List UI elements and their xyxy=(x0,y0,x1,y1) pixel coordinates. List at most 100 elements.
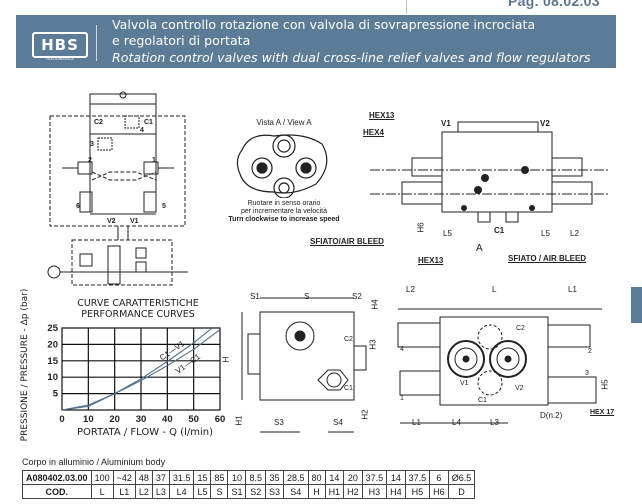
view-a-caption-it-2: per incrementare la velocità xyxy=(241,208,327,215)
pilot-valve-b xyxy=(135,261,147,273)
dim-l: L xyxy=(492,285,497,294)
regulator-left xyxy=(251,157,273,179)
view-a-caption-en: Turn clockwise to increase speed xyxy=(228,216,340,223)
spec-value-h3: 37.5 xyxy=(361,470,388,485)
spec-column-h5: H5 xyxy=(404,484,431,499)
front-port-v2: V2 xyxy=(515,385,524,392)
spec-column-h6: H6 xyxy=(429,484,449,499)
spec-value-h4: 14 xyxy=(386,470,406,485)
regulator-right xyxy=(295,157,317,179)
page-number-divider xyxy=(406,0,407,14)
port-front-c2 xyxy=(477,324,503,350)
view-a-title: Vista A / View A xyxy=(256,118,312,127)
dim-h2: H2 xyxy=(360,409,370,420)
dim-s3: S3 xyxy=(274,418,284,427)
spec-header-label: COD. xyxy=(22,484,92,499)
spec-column-l2: L2 xyxy=(134,484,153,499)
port-v2: V2 xyxy=(107,218,116,225)
top-port-v2: V2 xyxy=(540,119,550,128)
pump-symbol xyxy=(47,265,61,279)
fitting-1 xyxy=(399,370,441,396)
dim-h1: H1 xyxy=(234,415,244,426)
check-valve-5 xyxy=(143,191,157,213)
chart-series xyxy=(61,327,221,411)
valve-body-front xyxy=(439,316,549,406)
front-port-c1: C1 xyxy=(478,397,487,404)
front-component-3: 3 xyxy=(585,370,589,377)
callout-hex17: HEX 17 xyxy=(590,409,615,416)
spec-column-l: L xyxy=(90,484,114,499)
section-side-tab xyxy=(631,287,642,323)
series-line-2 xyxy=(61,329,221,411)
spec-value-d: Ø6.5 xyxy=(447,470,476,485)
x-tick-label: 0 xyxy=(59,414,64,425)
fitting-left-lower xyxy=(401,181,443,205)
top-port-c1: C1 xyxy=(494,226,505,235)
y-tick-label: 15 xyxy=(47,356,58,367)
port-c2: C2 xyxy=(94,119,103,126)
spec-code: A080402.03.00 xyxy=(22,470,92,485)
fitting-2 xyxy=(547,324,591,348)
dim-d: D(n.2) xyxy=(540,411,563,420)
dim-l4: L4 xyxy=(452,418,461,427)
bolt-hole-4 xyxy=(461,205,467,211)
dim-s1: S1 xyxy=(250,292,260,301)
spec-column-d: D xyxy=(447,484,476,499)
title-italian-line2: e regolatori di portata xyxy=(112,33,251,48)
spec-column-h: H xyxy=(307,484,326,499)
callout-hex4: HEX4 xyxy=(363,128,384,137)
bottom-plug-right xyxy=(505,211,519,223)
bolt-hole-5 xyxy=(529,205,535,211)
front-component-2: 2 xyxy=(588,348,592,355)
title-english: Rotation control valves with dual cross-… xyxy=(112,50,591,65)
y-tick-label: 5 xyxy=(53,389,59,400)
side-view-drawing xyxy=(241,297,367,433)
side-plug xyxy=(353,345,367,371)
valve-body-side xyxy=(259,311,355,401)
spec-column-h1: H1 xyxy=(324,484,345,499)
logo-subtext: OLEODINAMICA xyxy=(46,57,74,61)
side-fitting xyxy=(247,333,261,375)
directional-valve xyxy=(107,245,121,285)
check-valve-6 xyxy=(79,191,93,213)
spec-value-l4: 31.5 xyxy=(168,470,195,485)
spec-value-h6: 6 xyxy=(429,470,449,485)
chart-title: CURVE CARATTERISTICHE PERFORMANCE CURVES xyxy=(58,298,218,320)
spec-value-l2: 48 xyxy=(134,470,153,485)
dim-h5: H5 xyxy=(600,379,610,390)
dim-l5-right: L5 xyxy=(541,229,550,238)
callout-air-bleed-left: SFIATO/AIR BLEED xyxy=(310,237,384,246)
fitting-right-upper xyxy=(551,157,583,177)
fitting-4 xyxy=(397,322,441,348)
port-c1: C1 xyxy=(144,119,153,126)
bolt-hole-3 xyxy=(474,186,482,194)
pilot-valve-a xyxy=(135,247,147,259)
dim-l1-bottom: L1 xyxy=(412,418,421,427)
bolt-hole-1 xyxy=(481,174,489,182)
spec-column-h2: H2 xyxy=(343,484,363,499)
dim-l2-front: L2 xyxy=(406,285,415,294)
spec-value-s2: 8.5 xyxy=(245,470,266,485)
dim-l5-left: L5 xyxy=(443,229,452,238)
y-tick-label: 25 xyxy=(47,323,58,334)
hbs-logo: HBS xyxy=(32,32,88,58)
component-6: 6 xyxy=(76,203,80,210)
component-4: 4 xyxy=(140,127,144,134)
component-5: 5 xyxy=(162,203,166,210)
port-side-c1 xyxy=(317,369,349,391)
side-port-c2: C2 xyxy=(344,336,353,343)
y-tick-label: 20 xyxy=(47,339,58,350)
port-manifold xyxy=(457,121,539,133)
callout-hex13-top: HEX13 xyxy=(369,111,395,120)
spec-value-l: 100 xyxy=(90,470,114,485)
spec-value-l5: 15 xyxy=(193,470,212,485)
spec-value-s3: 35 xyxy=(264,470,285,485)
spec-column-l5: L5 xyxy=(193,484,212,499)
y-tick-label: 10 xyxy=(47,372,58,383)
header-divider xyxy=(96,25,97,61)
chart-title-line2: PERFORMANCE CURVES xyxy=(81,309,195,320)
